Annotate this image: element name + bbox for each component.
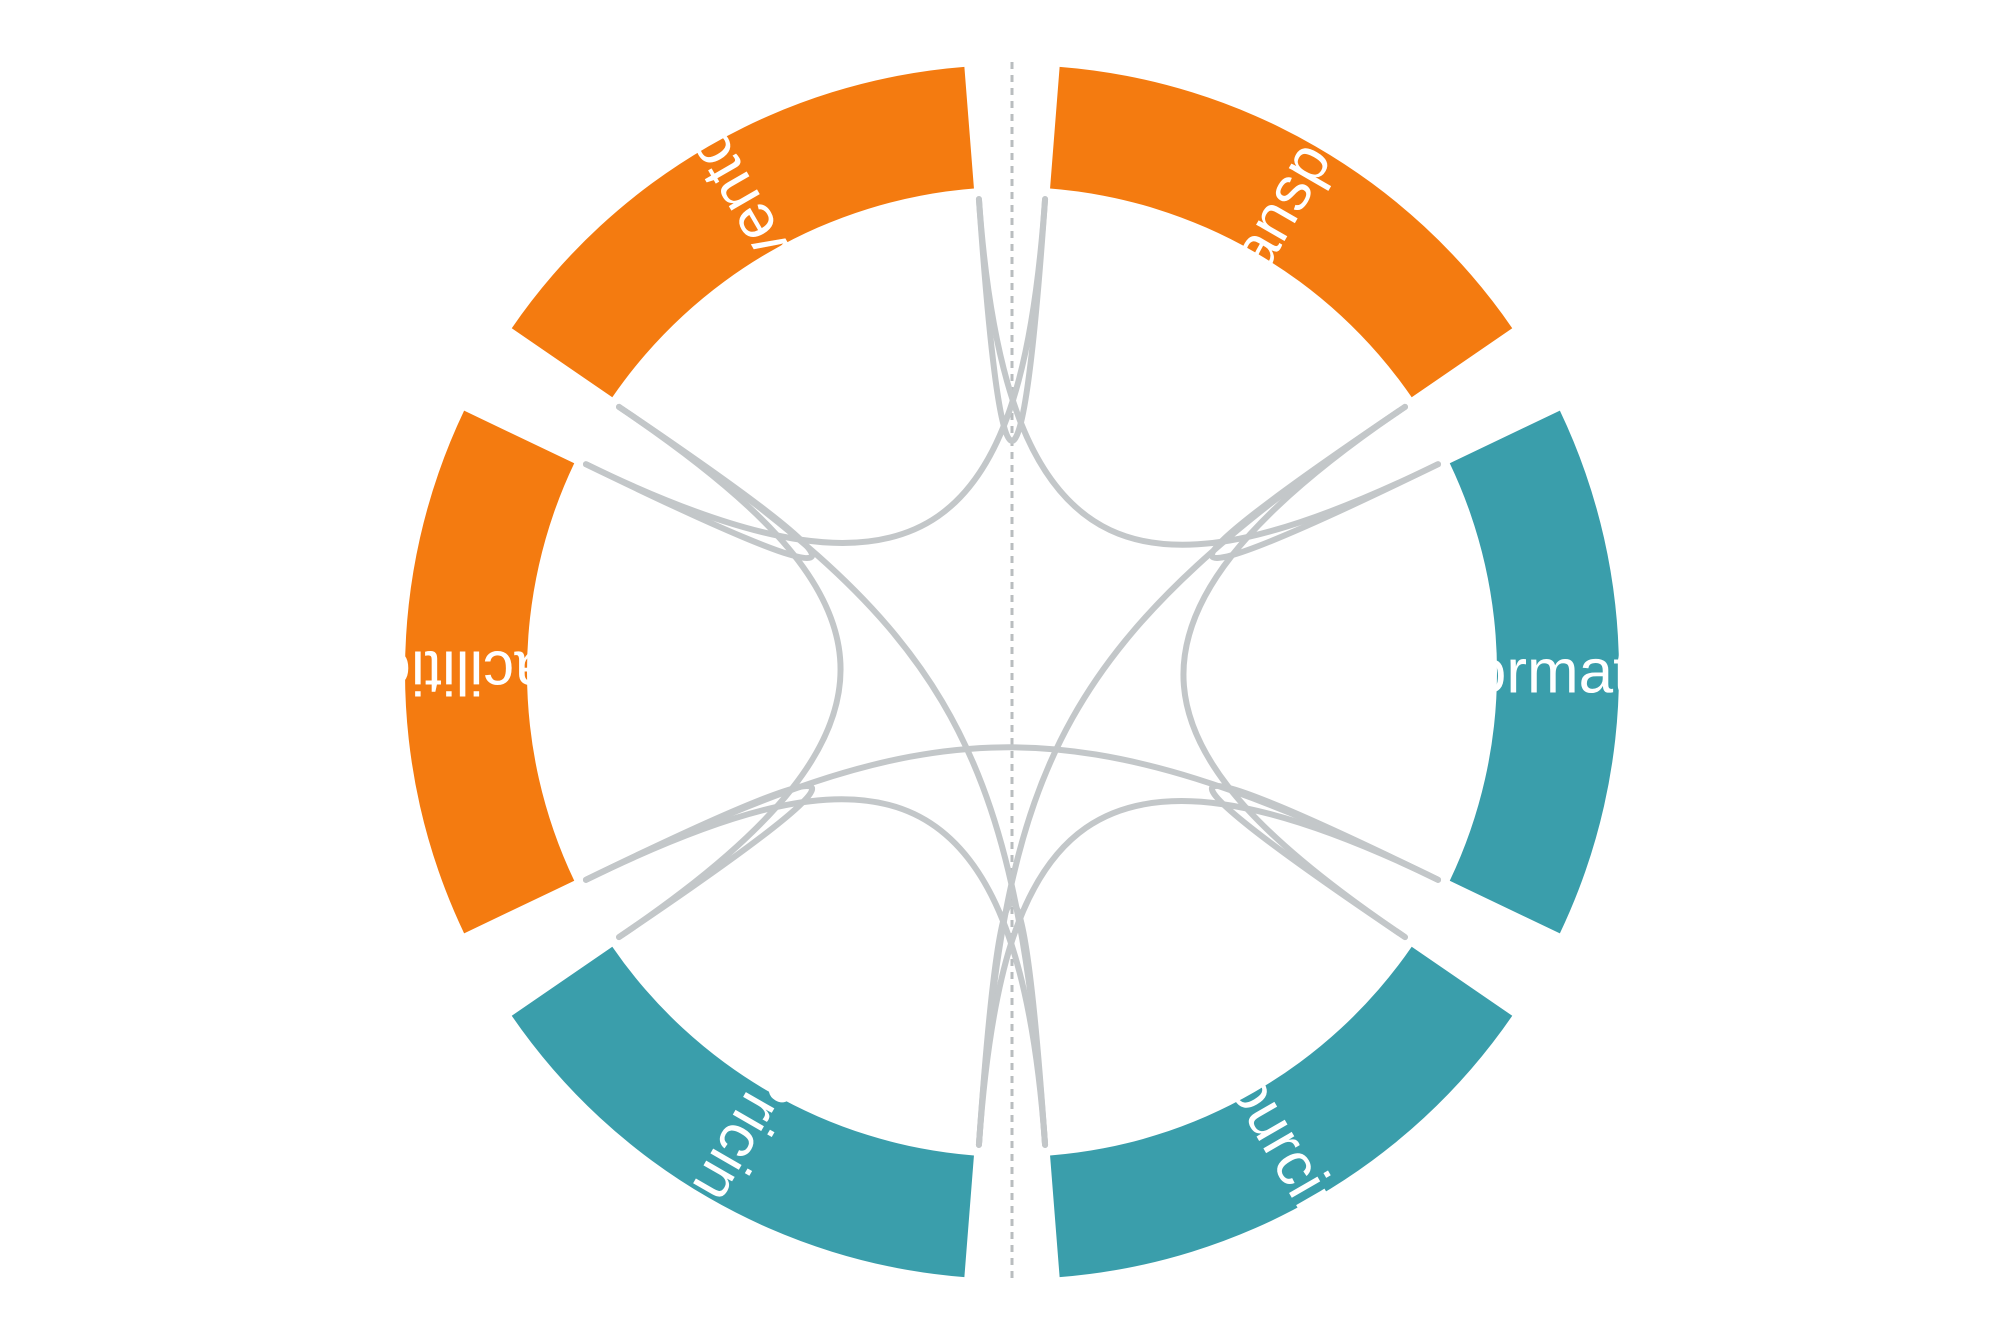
connector-information-pricing [975,798,1442,1148]
segment-pricing [511,946,974,1278]
segment-sourcing [1050,946,1513,1278]
segment-inventory [511,66,974,398]
connector-transport-facilities [582,196,1049,546]
connector-sourcing-facilities [582,796,1049,1148]
segment-facilities [404,410,575,934]
segment-transport [1050,66,1513,398]
connector-web [582,196,1442,1148]
connector-pricing-facilities [582,783,815,941]
connector-facilities-inventory [582,403,815,561]
segment-ring: TransportInformationSourcingPricingFacil… [345,66,1713,1278]
connector-transport-inventory [975,196,1049,444]
segment-information [1449,410,1619,934]
segment-label-information: Information [1403,638,1713,707]
connector-transport-sourcing [1180,403,1408,941]
connector-information-inventory [975,196,1442,548]
segment-label-facilities: Facilities [345,638,586,707]
connector-pricing-inventory [616,403,844,941]
